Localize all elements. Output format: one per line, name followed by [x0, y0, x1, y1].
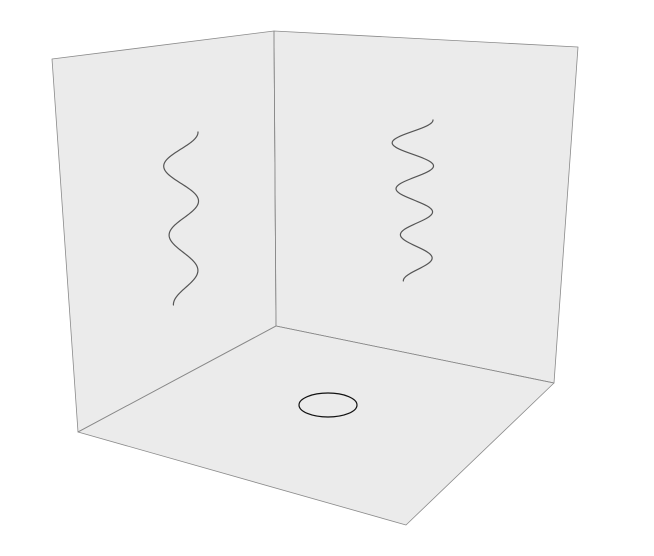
- corner-floor-left-edge: [77, 325, 277, 433]
- corner-vertical-edge: [273, 30, 277, 327]
- floor-ellipse-projection: [298, 392, 358, 418]
- right-wall-pane: [273, 30, 579, 384]
- right-wall-wave-projection: [391, 119, 435, 282]
- left-wall-wave-projection: [163, 131, 200, 306]
- corner-floor-right-edge: [275, 325, 555, 384]
